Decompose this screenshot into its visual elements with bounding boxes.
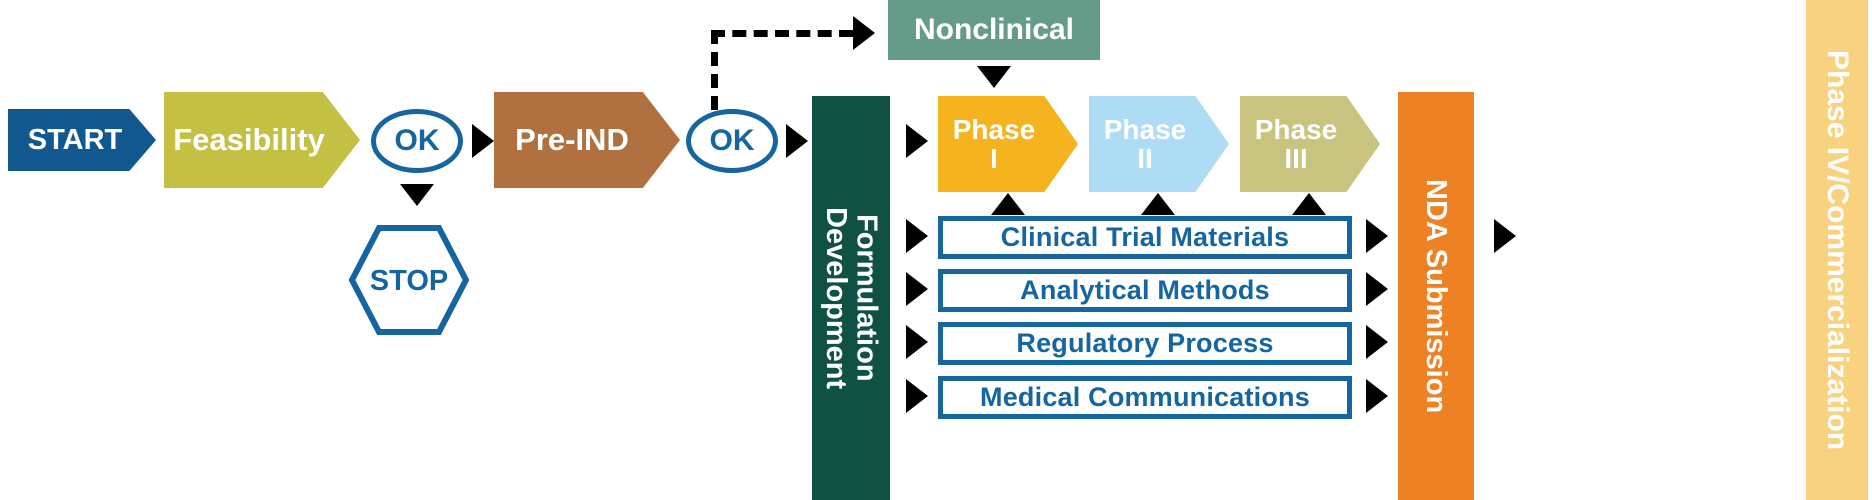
- node-phase-2-label: Phase II: [1103, 113, 1187, 174]
- node-formulation-development-label: Formulation Development: [820, 206, 883, 390]
- arrow-right-to-phase1: [906, 124, 928, 158]
- node-stop[interactable]: STOP: [348, 224, 470, 336]
- arrow-down-to-stop: [400, 184, 434, 206]
- node-phase-4-commercialization[interactable]: Phase IV/Commercialization: [1806, 0, 1868, 500]
- arrow-right-from-workstream-4: [1366, 379, 1388, 413]
- node-phase-1[interactable]: Phase I: [938, 96, 1078, 192]
- workstream-medical-communications-label: Medical Communications: [980, 382, 1310, 412]
- arrow-right-from-workstream-1: [1366, 219, 1388, 253]
- node-pre-ind[interactable]: Pre-IND: [494, 92, 680, 188]
- node-formulation-development[interactable]: Formulation Development: [812, 96, 890, 500]
- node-phase-3-label: Phase III: [1254, 113, 1338, 174]
- node-phase-2[interactable]: Phase II: [1089, 96, 1229, 192]
- arrow-up-to-phase-1: [991, 193, 1025, 215]
- arrow-right-to-workstream-2: [906, 272, 928, 306]
- node-start[interactable]: START: [8, 109, 156, 171]
- node-feasibility-label: Feasibility: [173, 121, 325, 157]
- arrow-right-to-pre-ind: [472, 124, 494, 158]
- node-ok-pre-ind-label: OK: [709, 124, 755, 157]
- stop-hexagon-shape: [348, 225, 470, 335]
- arrow-right-to-workstream-4: [906, 379, 928, 413]
- node-phase-1-label: Phase I: [952, 113, 1036, 174]
- node-nda-submission[interactable]: NDA Submission: [1398, 92, 1474, 500]
- dashed-connector-horizontal: [711, 30, 853, 37]
- arrow-down-to-phase1: [977, 66, 1011, 88]
- arrow-right-from-workstream-3: [1366, 325, 1388, 359]
- node-start-label: START: [27, 123, 123, 156]
- arrow-right-to-phase-4: [1494, 219, 1516, 253]
- node-nonclinical-label: Nonclinical: [913, 13, 1075, 46]
- arrow-up-to-phase-2: [1141, 193, 1175, 215]
- node-feasibility[interactable]: Feasibility: [164, 92, 360, 188]
- arrow-right-from-workstream-2: [1366, 272, 1388, 306]
- node-ok-feasibility[interactable]: OK: [371, 109, 463, 173]
- workstream-analytical-methods[interactable]: Analytical Methods: [938, 269, 1352, 312]
- arrow-up-to-phase-3: [1292, 193, 1326, 215]
- workstream-regulatory-process[interactable]: Regulatory Process: [938, 322, 1352, 365]
- workstream-analytical-methods-label: Analytical Methods: [1020, 275, 1270, 305]
- workstream-clinical-trial-materials[interactable]: Clinical Trial Materials: [938, 216, 1352, 259]
- node-nonclinical[interactable]: Nonclinical: [888, 0, 1100, 60]
- arrow-right-to-workstream-3: [906, 325, 928, 359]
- workstream-clinical-trial-materials-label: Clinical Trial Materials: [1000, 222, 1290, 252]
- workstream-regulatory-process-label: Regulatory Process: [1016, 328, 1274, 358]
- node-ok-feasibility-label: OK: [394, 124, 440, 157]
- arrow-right-to-nonclinical: [853, 16, 875, 50]
- node-pre-ind-label: Pre-IND: [515, 121, 629, 157]
- workstream-medical-communications[interactable]: Medical Communications: [938, 376, 1352, 419]
- arrow-right-to-workstream-1: [906, 219, 928, 253]
- node-ok-pre-ind[interactable]: OK: [686, 109, 778, 173]
- dashed-connector-vertical: [711, 30, 718, 110]
- arrow-right-to-formulation: [786, 124, 808, 158]
- node-nda-submission-label: NDA Submission: [1420, 178, 1453, 414]
- node-phase-4-commercialization-label: Phase IV/Commercialization: [1820, 49, 1854, 451]
- node-phase-3[interactable]: Phase III: [1240, 96, 1380, 192]
